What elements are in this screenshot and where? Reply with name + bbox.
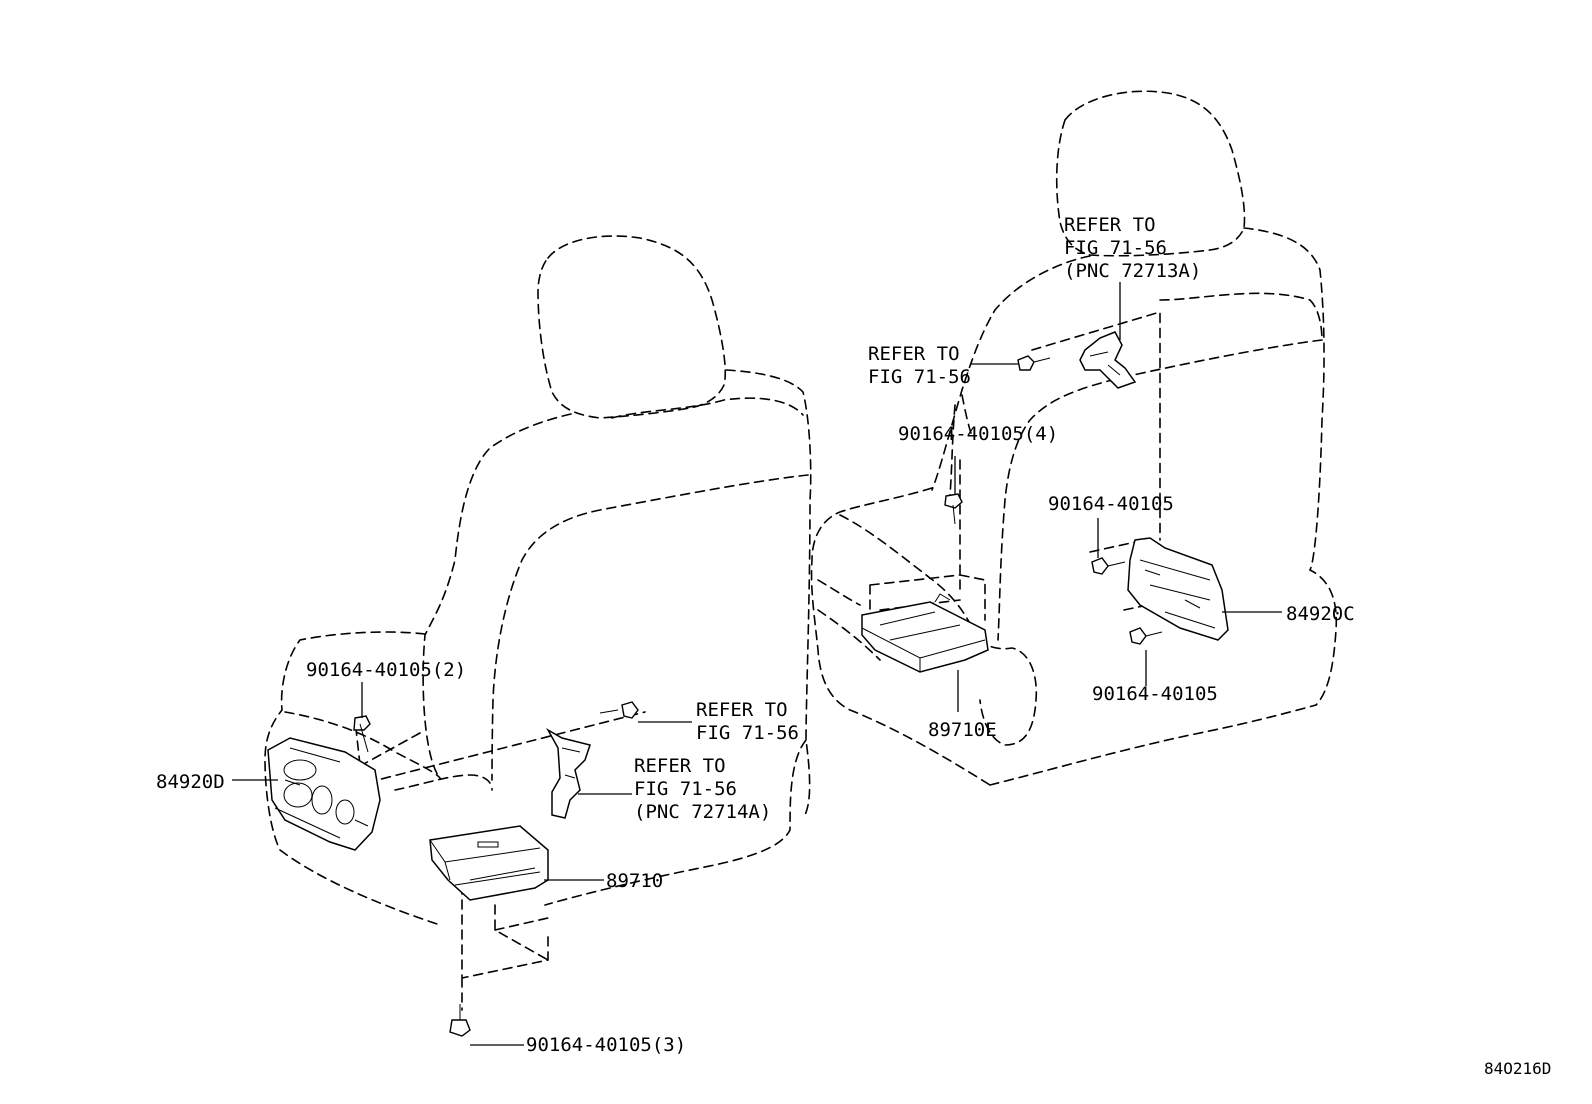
bolt-left-refer (599, 701, 639, 719)
label-89710e: 89710E (928, 719, 997, 741)
label-right-bolt-lower: 90164-40105 (1092, 683, 1218, 705)
label-89710: 89710 (606, 870, 663, 892)
label-left-refer-b-3: (PNC 72714A) (634, 801, 771, 823)
right-seat-backrest-right-edge (1243, 227, 1338, 706)
label-right-refer-a-1: REFER TO (1064, 214, 1156, 236)
label-left-bolt-bottom: 90164-40105(3) (526, 1034, 686, 1056)
right-seat-backrest-rim (1159, 292, 1323, 341)
label-left-refer-b-1: REFER TO (634, 755, 726, 777)
labels: 84920D 90164-40105(2) REFER TO FIG 71-56… (156, 214, 1551, 1078)
left-seat-assembly-line-a (337, 711, 646, 791)
label-right-refer-b-2: FIG 71-56 (868, 366, 971, 388)
left-seat-back-panel-lower (544, 739, 807, 906)
label-right-refer-b-1: REFER TO (868, 343, 960, 365)
right-seat-cushion-outline (810, 487, 991, 786)
label-84920d: 84920D (156, 771, 225, 793)
bracket-72714a (546, 728, 591, 819)
label-right-refer-a-3: (PNC 72713A) (1064, 260, 1201, 282)
left-seat-cushion-side (394, 774, 493, 791)
left-seat-backrest-right-edge (725, 369, 812, 816)
right-seat-backrest-outline (931, 255, 1091, 491)
right-seat (810, 90, 1338, 786)
left-seat-cushion-outline (264, 631, 441, 926)
left-seat-back-panel (491, 474, 809, 781)
right-seat-front-lip (817, 579, 881, 661)
switch-assembly-84920d (267, 737, 381, 851)
left-seat-bottom-box (461, 884, 549, 1011)
left-seat-backrest-outline (422, 413, 572, 779)
bolt-right-refer (1017, 355, 1051, 371)
bracket-72713a (1079, 331, 1137, 389)
left-seat-backrest-top-rim (611, 397, 804, 419)
bolt-right-lower (1129, 627, 1163, 645)
label-left-refer-b-2: FIG 71-56 (634, 778, 737, 800)
label-left-refer-a-2: FIG 71-56 (696, 722, 799, 744)
right-seat-cushion-bottom (989, 704, 1317, 786)
right-seat-back-panel (997, 339, 1323, 641)
switch-assembly-84920c (1127, 537, 1229, 641)
bolt-left-top (353, 715, 371, 753)
right-seat-lower-panel (977, 639, 1038, 746)
label-right-refer-a-2: FIG 71-56 (1064, 237, 1167, 259)
label-right-bolt-upper: 90164-40105 (1048, 493, 1174, 515)
drawing-id: 84O216D (1484, 1059, 1551, 1078)
bolt-left-bottom (449, 1004, 471, 1037)
ecu-89710e (861, 593, 989, 673)
label-84920c: 84920C (1286, 603, 1355, 625)
right-seat-back-panel-side (949, 394, 973, 496)
left-seat-assembly-line-c (361, 732, 421, 766)
left-seat (264, 235, 812, 1011)
label-left-bolt-top: 90164-40105(2) (306, 659, 466, 681)
label-right-bolt-ecu: 90164-40105(4) (898, 423, 1058, 445)
left-seat-headrest-outline (537, 235, 727, 419)
bolt-right-ecu (944, 493, 963, 525)
ecu-89710 (429, 825, 549, 901)
bolt-right-upper (1091, 557, 1126, 575)
leader-lines (232, 282, 1282, 1046)
label-left-refer-a-1: REFER TO (696, 699, 788, 721)
